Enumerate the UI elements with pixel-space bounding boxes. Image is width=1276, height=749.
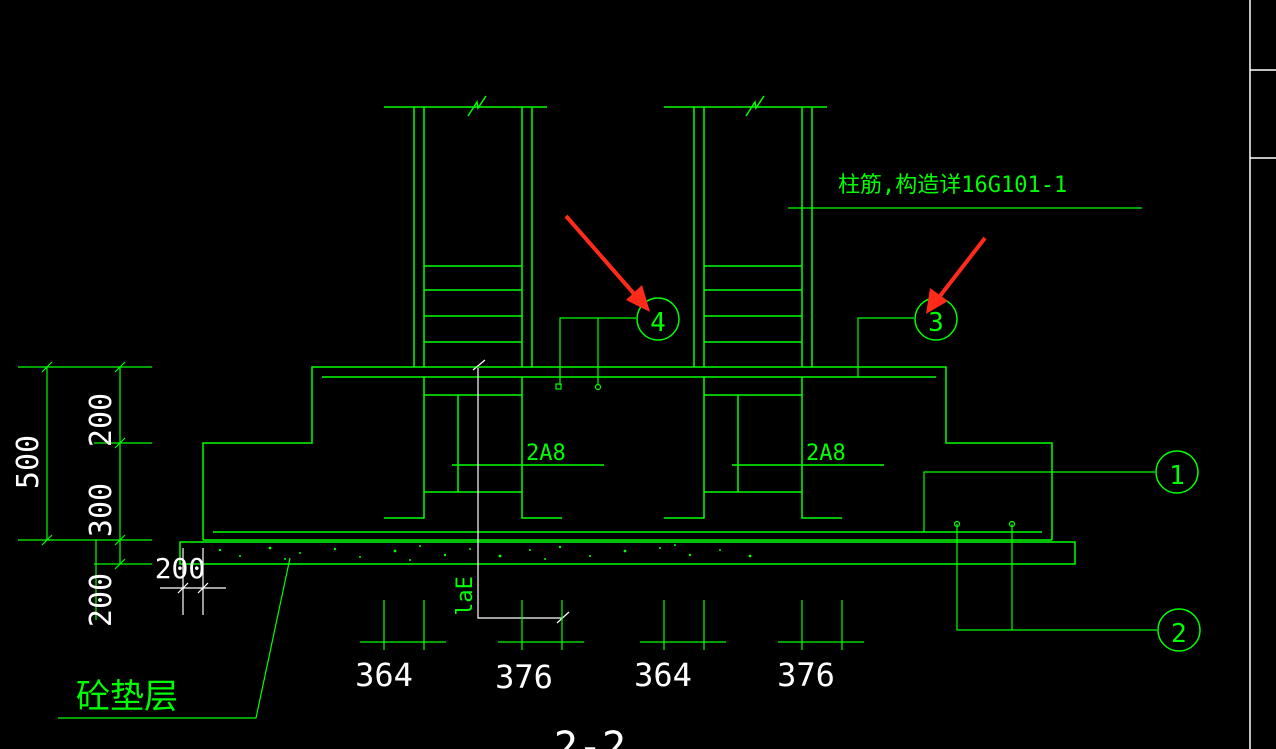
dimension-200-upper: 200 — [84, 393, 119, 447]
callout-circle-2 — [1157, 608, 1201, 652]
foundation-outline — [179, 366, 1076, 565]
rebar-label-left: 2A8 — [526, 441, 566, 466]
pad-dimension-lines — [160, 548, 226, 615]
dimension-364-left: 364 — [355, 656, 413, 694]
annotation-arrow-left — [564, 214, 650, 312]
dimension-200-bottom: 200 — [84, 573, 119, 627]
dimension-364-right: 364 — [634, 656, 692, 694]
callout-leaders — [555, 317, 1157, 631]
section-title: 2-2 — [554, 724, 626, 749]
cushion-leader — [58, 557, 291, 719]
dimension-pad-200: 200 — [155, 552, 206, 585]
annotation-arrow-right — [926, 236, 987, 314]
dimension-376-left: 376 — [495, 658, 553, 696]
callout-circle-4 — [636, 297, 680, 341]
callout-label-4: 4 — [650, 308, 666, 338]
callout-circle-1 — [1155, 450, 1199, 494]
left-column — [384, 95, 604, 519]
callout-label-2: 2 — [1171, 619, 1187, 649]
column-rebar-note: 柱筋,构造详16G101-1 — [838, 173, 1067, 198]
callout-label-1: 1 — [1169, 461, 1185, 491]
cushion-hatch — [218, 544, 752, 561]
lae-anchorage-lines — [472, 359, 570, 624]
rebar-label-right: 2A8 — [806, 441, 846, 466]
lae-label: laE — [453, 576, 478, 616]
callout-4: 4 — [636, 297, 680, 341]
callout-1: 1 — [1155, 450, 1199, 494]
bottom-dimension-lines — [360, 600, 864, 650]
right-panel-border — [1249, 0, 1276, 749]
left-dimension-lines — [18, 361, 152, 620]
dimension-376-right: 376 — [777, 656, 835, 694]
callout-label-3: 3 — [928, 308, 944, 338]
dimension-300: 300 — [84, 483, 119, 537]
cushion-label: 砼垫层 — [76, 677, 178, 717]
callout-2: 2 — [1157, 608, 1201, 652]
dimension-500: 500 — [11, 435, 46, 489]
right-column — [664, 95, 884, 519]
